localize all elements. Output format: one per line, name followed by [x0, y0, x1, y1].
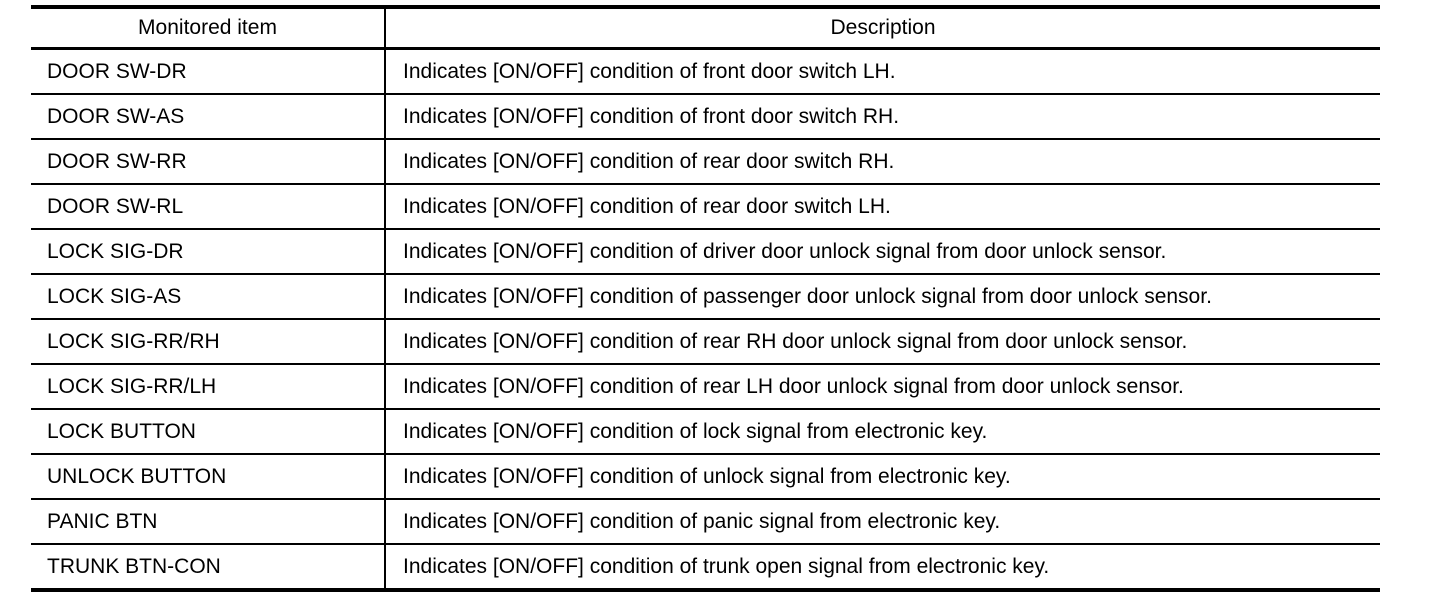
- cell-monitored-item: LOCK BUTTON: [31, 409, 386, 455]
- cell-description: Indicates [ON/OFF] condition of front do…: [385, 94, 1380, 140]
- cell-description: Indicates [ON/OFF] condition of rear doo…: [385, 139, 1380, 185]
- column-header-monitored-item: Monitored item: [31, 7, 386, 50]
- cell-monitored-item: UNLOCK BUTTON: [31, 454, 386, 500]
- cell-monitored-item: DOOR SW-DR: [31, 48, 386, 95]
- cell-description: Indicates [ON/OFF] condition of front do…: [385, 48, 1380, 95]
- table-header: Monitored item Description: [31, 7, 1380, 50]
- cell-monitored-item: DOOR SW-AS: [31, 94, 386, 140]
- cell-description: Indicates [ON/OFF] condition of rear LH …: [385, 364, 1380, 410]
- cell-description: Indicates [ON/OFF] condition of panic si…: [385, 499, 1380, 545]
- cell-monitored-item: PANIC BTN: [31, 499, 386, 545]
- cell-description: Indicates [ON/OFF] condition of passenge…: [385, 274, 1380, 320]
- cell-description: Indicates [ON/OFF] condition of driver d…: [385, 229, 1380, 275]
- cell-monitored-item: DOOR SW-RL: [31, 184, 386, 230]
- table-row: TRUNK BTN-CON Indicates [ON/OFF] conditio…: [31, 544, 1380, 590]
- cell-description: Indicates [ON/OFF] condition of lock sig…: [385, 409, 1380, 455]
- cell-monitored-item: DOOR SW-RR: [31, 139, 386, 185]
- column-header-description: Description: [385, 7, 1380, 50]
- cell-monitored-item: LOCK SIG-RR/LH: [31, 364, 386, 410]
- cell-description: Indicates [ON/OFF] condition of rear RH …: [385, 319, 1380, 365]
- table-header-row: Monitored item Description: [31, 7, 1380, 50]
- cell-description: Indicates [ON/OFF] condition of rear doo…: [385, 184, 1380, 230]
- cell-monitored-item: TRUNK BTN-CON: [31, 544, 386, 590]
- cell-description: Indicates [ON/OFF] condition of trunk op…: [403, 555, 1050, 578]
- cell-monitored-item: LOCK SIG-AS: [31, 274, 386, 320]
- cell-monitored-item: LOCK SIG-RR/RH: [31, 319, 386, 365]
- cell-description: Indicates [ON/OFF] condition of unlock s…: [385, 454, 1380, 500]
- cell-monitored-item: LOCK SIG-DR: [31, 229, 386, 275]
